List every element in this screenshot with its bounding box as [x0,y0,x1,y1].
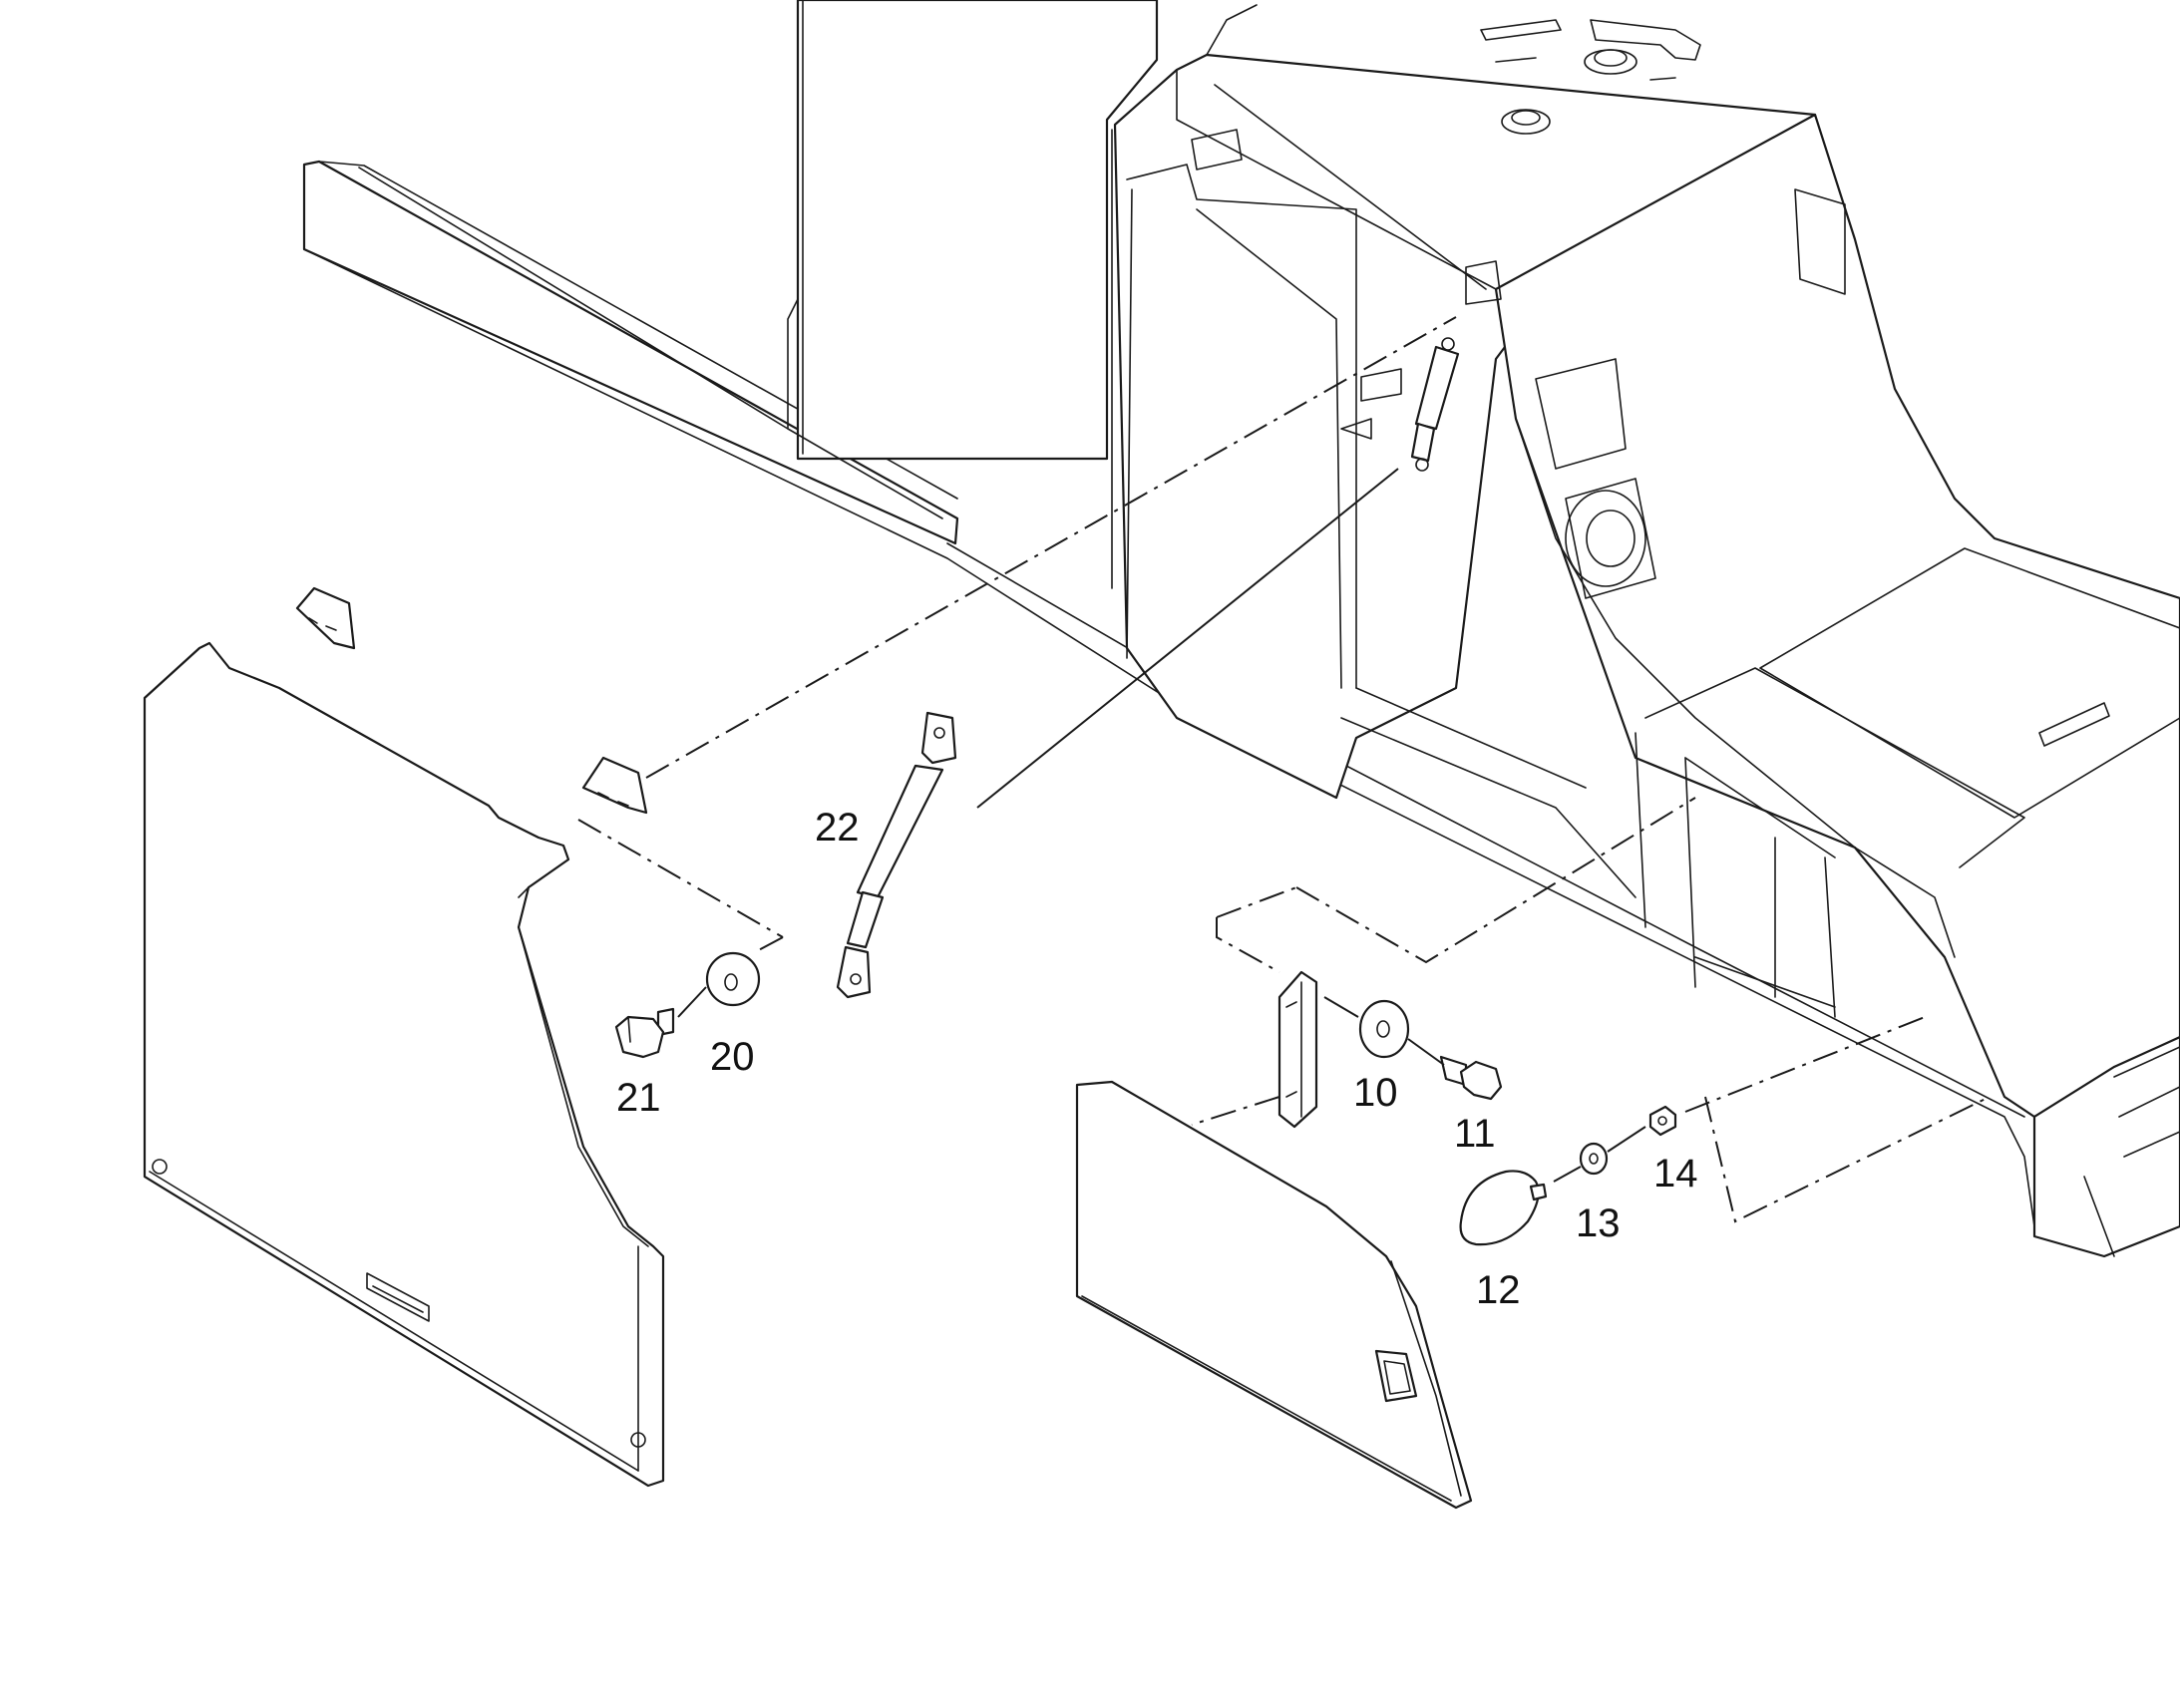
callout-13: 13 [1576,1201,1621,1245]
callout-14: 14 [1653,1152,1698,1196]
left-side-door [143,641,665,1488]
machine-frame [302,0,2180,1258]
nut-14 [1648,1105,1677,1137]
door-handle [366,1272,430,1322]
operator-platform [1494,113,2180,1119]
side-rail-upper [302,160,959,545]
washer-13 [1579,1142,1609,1176]
floor-plate [1759,547,2180,819]
callout-22: 22 [815,806,860,850]
filler-cap [1501,109,1551,135]
hinge [295,586,356,650]
callout-11: 11 [1454,1112,1496,1156]
assembly-lines [577,316,1991,1223]
bolt-21 [614,1007,675,1059]
door-screw [152,1159,168,1175]
hinge [581,756,648,815]
callout-21: 21 [616,1076,661,1120]
gas-strut-installed [1410,337,1460,472]
rubber-buffer-12 [1459,1170,1548,1246]
bearing-flange [1565,490,1646,587]
door-screw [630,1432,646,1448]
washer-20 [705,951,761,1007]
callout-20: 20 [710,1035,755,1079]
filler-cap [1584,49,1637,75]
gas-strut-22 [836,711,957,999]
right-side-door [1075,1080,1473,1510]
left-hinges [295,586,648,815]
callout-12: 12 [1476,1268,1521,1312]
callout-10: 10 [1353,1071,1398,1115]
callout-labels: 22 20 21 10 11 14 13 12 [616,806,1698,1312]
hinge-bracket [1465,260,1502,305]
step-frame [2032,1035,2180,1258]
bolt-11 [1439,1055,1503,1101]
door-lock [1374,1349,1418,1403]
hinge-bracket [1191,129,1243,171]
upper-housing [796,0,1159,461]
hinge-strip [1277,970,1318,1129]
washer-10 [1358,999,1410,1059]
